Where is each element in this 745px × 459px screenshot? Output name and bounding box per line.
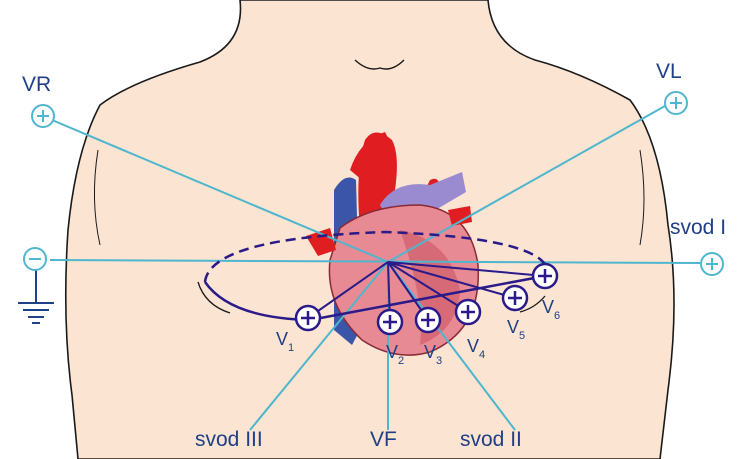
negative-electrode-minus-circle-icon — [24, 248, 46, 270]
v5-electrode-plus-circle-icon — [503, 286, 527, 310]
vr-electrode-plus-circle-icon — [32, 105, 54, 127]
svod-i-electrode-plus-circle-icon — [701, 253, 723, 275]
v2-electrode-plus-circle-icon — [378, 310, 402, 334]
v4-electrode-plus-circle-icon — [456, 300, 480, 324]
vr-label: VR — [22, 73, 51, 96]
v3-electrode-plus-circle-icon — [416, 308, 440, 332]
v6-electrode-plus-circle-icon — [533, 264, 557, 288]
svod-ii-label: svod II — [460, 428, 522, 451]
ground-icon — [18, 303, 54, 323]
v1-electrode-plus-circle-icon — [296, 306, 320, 330]
vf-label: VF — [370, 428, 397, 451]
svod-iii-label: svod III — [195, 428, 263, 451]
svod-i-label: svod I — [670, 216, 726, 239]
vl-electrode-plus-circle-icon — [665, 92, 687, 114]
vl-label: VL — [656, 60, 682, 83]
